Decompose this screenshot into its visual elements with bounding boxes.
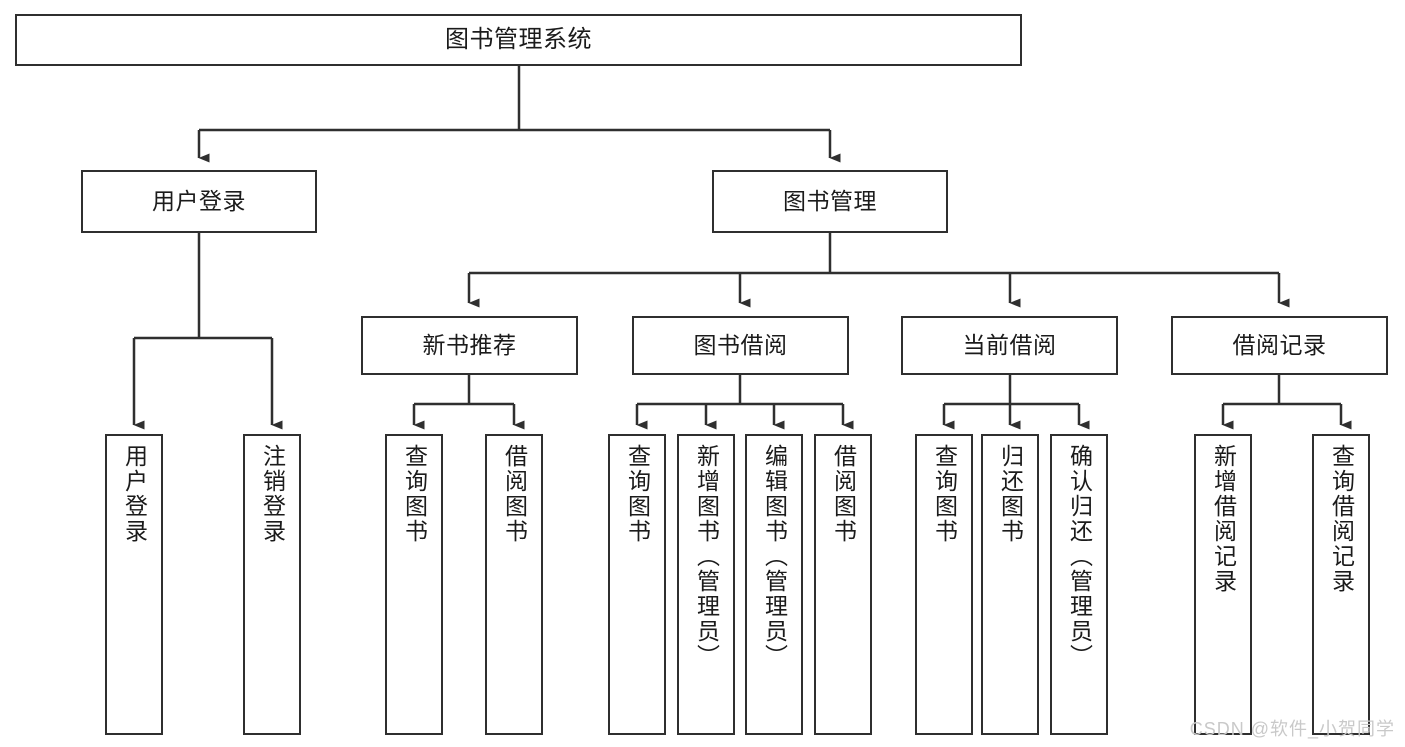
- node-label: 注销登录: [259, 444, 286, 544]
- node-label: 查询图书: [624, 444, 651, 544]
- node-label: 归还图书: [997, 444, 1024, 544]
- leaf-user-logout[interactable]: 注销登录: [243, 434, 301, 735]
- node-user-login[interactable]: 用户登录: [81, 170, 317, 233]
- leaf-borrow-lend[interactable]: 借阅图书: [814, 434, 872, 735]
- leaf-borrow-add[interactable]: 新增图书（管理员）: [677, 434, 735, 735]
- node-book-borrow[interactable]: 图书借阅: [632, 316, 849, 375]
- node-label: 新增借阅记录: [1210, 444, 1237, 594]
- node-label: 新增图书（管理员）: [693, 444, 720, 669]
- leaf-cur-confirm[interactable]: 确认归还（管理员）: [1050, 434, 1108, 735]
- node-root-system[interactable]: 图书管理系统: [15, 14, 1022, 66]
- leaf-record-search[interactable]: 查询借阅记录: [1312, 434, 1370, 735]
- node-borrow-record[interactable]: 借阅记录: [1171, 316, 1388, 375]
- csdn-watermark: CSDN @软件_小贺同学: [1189, 719, 1395, 739]
- node-label: 图书借阅: [693, 331, 788, 358]
- node-book-manage[interactable]: 图书管理: [712, 170, 948, 233]
- node-label: 借阅图书: [501, 444, 528, 544]
- node-label: 查询图书: [931, 444, 958, 544]
- leaf-cur-query[interactable]: 查询图书: [915, 434, 973, 735]
- node-label: 查询借阅记录: [1328, 444, 1355, 594]
- leaf-rec-query[interactable]: 查询图书: [385, 434, 443, 735]
- node-label: 借阅图书: [830, 444, 857, 544]
- node-label: 当前借阅: [962, 331, 1057, 358]
- node-label: 确认归还（管理员）: [1066, 444, 1093, 669]
- node-label: 图书管理: [783, 187, 877, 214]
- node-new-book-rec[interactable]: 新书推荐: [361, 316, 578, 375]
- node-current-borrow[interactable]: 当前借阅: [901, 316, 1118, 375]
- node-label: 图书管理系统: [445, 25, 592, 53]
- leaf-record-add[interactable]: 新增借阅记录: [1194, 434, 1252, 735]
- leaf-rec-borrow[interactable]: 借阅图书: [485, 434, 543, 735]
- leaf-borrow-edit[interactable]: 编辑图书（管理员）: [745, 434, 803, 735]
- node-label: 编辑图书（管理员）: [761, 444, 788, 669]
- leaf-borrow-query[interactable]: 查询图书: [608, 434, 666, 735]
- node-label: 用户登录: [121, 444, 148, 544]
- node-label: 新书推荐: [422, 331, 517, 358]
- node-label: 用户登录: [152, 187, 246, 214]
- leaf-user-login[interactable]: 用户登录: [105, 434, 163, 735]
- node-label: 查询图书: [401, 444, 428, 544]
- node-label: 借阅记录: [1232, 331, 1327, 358]
- leaf-cur-return[interactable]: 归还图书: [981, 434, 1039, 735]
